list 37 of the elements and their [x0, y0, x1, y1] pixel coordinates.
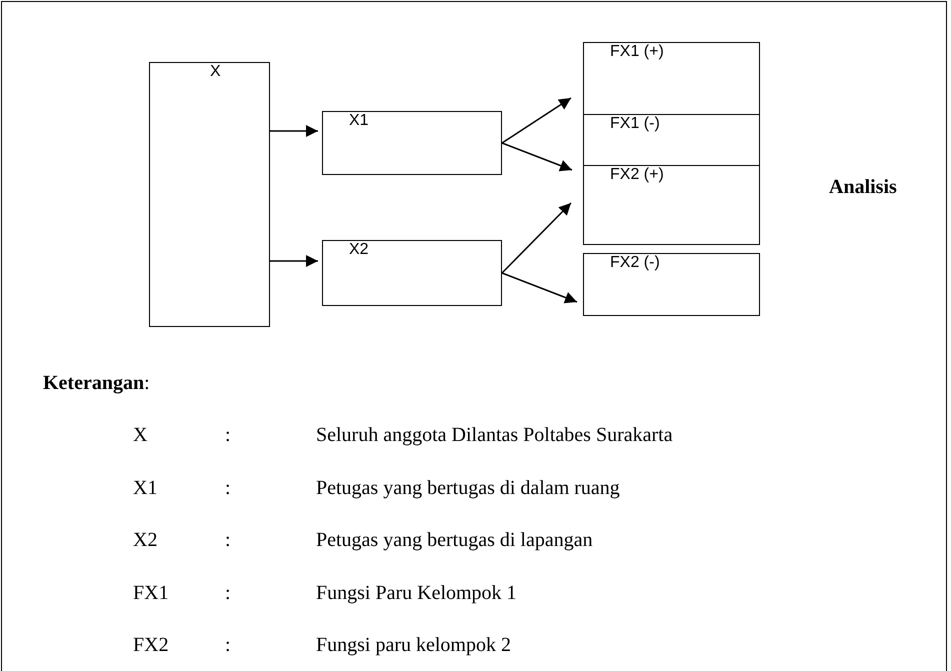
- process-box: [322, 111, 502, 175]
- legend-symbol: X: [133, 424, 148, 447]
- arrow: [270, 255, 318, 267]
- colon: :: [225, 634, 231, 657]
- box-label: X1: [349, 112, 369, 130]
- colon: :: [225, 582, 231, 604]
- legend-description: Fungsi paru kelompok 2: [316, 634, 511, 657]
- legend-symbol: FX2: [133, 634, 169, 657]
- arrow: [270, 125, 318, 137]
- legend-symbol: FX1: [133, 582, 169, 604]
- arrow: [501, 202, 572, 274]
- process-box: [583, 42, 760, 115]
- arrow: [502, 97, 572, 144]
- legend-description: Seluruh anggota Dilantas Poltabes Surakarta: [316, 424, 673, 447]
- process-box: [583, 114, 760, 166]
- box-label: FX1 (+): [610, 43, 664, 61]
- process-box: [149, 62, 270, 327]
- arrow: [502, 272, 578, 304]
- legend-heading: Keterangan:: [43, 372, 150, 395]
- arrow: [502, 142, 572, 172]
- legend-symbol: X1: [133, 476, 158, 500]
- box-label: FX2 (+): [610, 166, 664, 184]
- legend-description: Petugas yang bertugas di lapangan: [316, 529, 593, 552]
- legend-description: Fungsi Paru Kelompok 1: [316, 582, 517, 604]
- side-label: Analisis: [829, 176, 897, 199]
- process-box: [583, 253, 760, 316]
- box-label: X2: [349, 241, 369, 259]
- colon: :: [225, 476, 231, 500]
- process-box: [322, 240, 502, 306]
- process-box: [583, 165, 760, 245]
- box-label: FX2 (-): [610, 254, 660, 272]
- box-label: X: [210, 63, 221, 81]
- colon: :: [225, 424, 231, 447]
- box-label: FX1 (-): [610, 115, 660, 133]
- legend-description: Petugas yang bertugas di dalam ruang: [316, 476, 620, 500]
- legend-symbol: X2: [133, 529, 158, 552]
- colon: :: [225, 529, 231, 552]
